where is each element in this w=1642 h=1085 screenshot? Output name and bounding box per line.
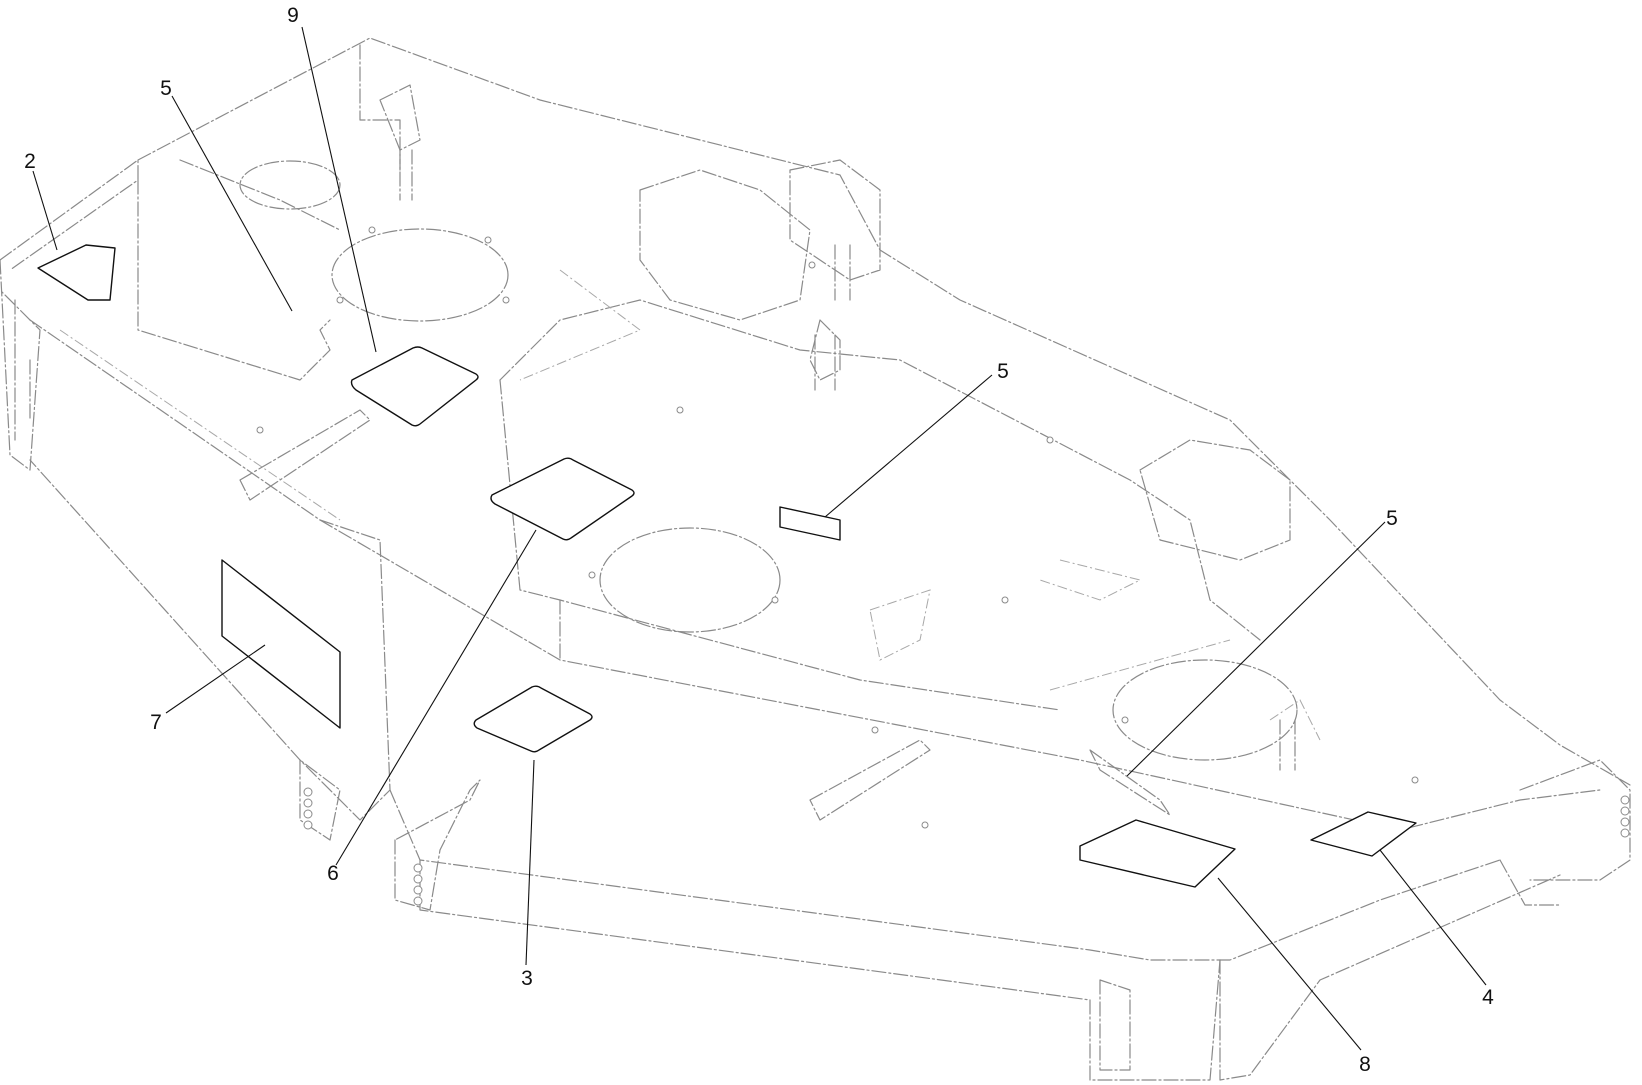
callout-5-rear: 5 xyxy=(160,77,172,100)
callout-5-right: 5 xyxy=(1386,507,1398,530)
callout-2: 2 xyxy=(24,150,36,173)
callout-6: 6 xyxy=(327,862,339,885)
decal-8 xyxy=(1079,819,1236,888)
decal-5-belt-cover xyxy=(779,506,841,541)
decal-4 xyxy=(1310,811,1417,857)
leader-lines xyxy=(32,26,1487,1051)
decal-9 xyxy=(350,346,479,427)
callout-4: 4 xyxy=(1482,986,1494,1009)
decal-3 xyxy=(473,685,593,753)
callout-labels: 9 5 2 5 5 7 6 3 4 8 xyxy=(24,4,1494,1076)
mounting-holes xyxy=(256,226,1630,906)
callout-9: 9 xyxy=(287,4,299,27)
decal-6 xyxy=(490,457,635,541)
decal-7 xyxy=(221,559,341,729)
callout-8: 8 xyxy=(1359,1053,1371,1076)
mower-deck-outline xyxy=(0,37,1631,1081)
decal-2 xyxy=(37,244,116,301)
decals xyxy=(37,244,1417,888)
callout-5-center: 5 xyxy=(997,360,1009,383)
callout-3: 3 xyxy=(521,967,533,990)
callout-7: 7 xyxy=(150,711,162,734)
